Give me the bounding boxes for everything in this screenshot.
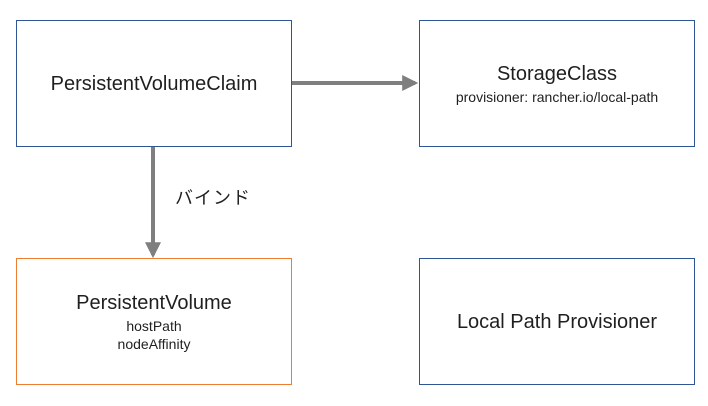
node-title: PersistentVolumeClaim: [50, 72, 258, 95]
node-subtitle: provisioner: rancher.io/local-path: [455, 88, 659, 105]
node-local-path-provisioner: Local Path Provisioner: [419, 258, 695, 385]
node-detail-hostpath: hostPath: [126, 317, 182, 334]
node-persistent-volume: PersistentVolume hostPath nodeAffinity: [16, 258, 292, 385]
node-persistent-volume-claim: PersistentVolumeClaim: [16, 20, 292, 147]
node-title: Local Path Provisioner: [456, 310, 658, 333]
node-title: StorageClass: [496, 62, 618, 85]
node-storage-class: StorageClass provisioner: rancher.io/loc…: [419, 20, 695, 147]
node-title: PersistentVolume: [76, 291, 232, 314]
node-detail-nodeaffinity: nodeAffinity: [117, 335, 191, 352]
edge-label-bind: バインド: [175, 188, 251, 209]
